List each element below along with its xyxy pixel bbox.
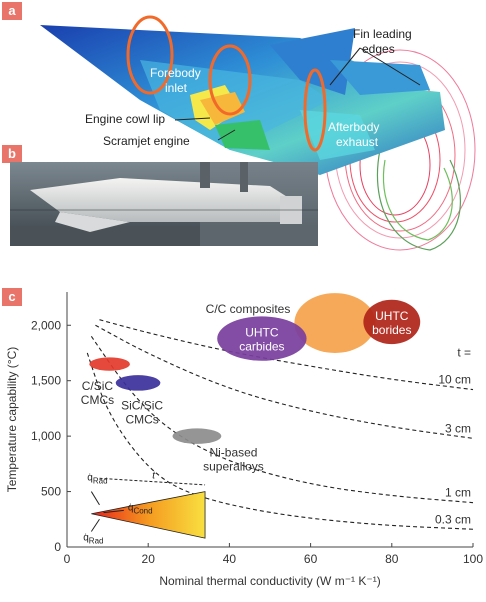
label-inlet: inlet [165, 81, 188, 95]
panel-tag-c: c [2, 288, 22, 306]
label-forebody: Forebody [150, 66, 201, 80]
label-engine-cowl-lip: Engine cowl lip [85, 112, 165, 126]
cond-arrow [103, 509, 124, 514]
material-label-line2: borides [372, 323, 411, 337]
x-tick-label: 100 [463, 552, 483, 566]
material-label: UHTC [375, 309, 409, 323]
y-tick-label: 0 [54, 540, 61, 554]
material-ellipse [89, 357, 130, 371]
vehicle-body [40, 25, 445, 175]
q-rad-bottom-label: q̇Rad [83, 532, 103, 545]
rad-arrow-bottom [90, 519, 100, 532]
material-label: C/C composites [206, 302, 291, 316]
curve-label: 10 cm [438, 373, 471, 387]
label-edges: edges [362, 42, 395, 56]
material-label-line2: CMCs [81, 393, 114, 407]
material-ellipse [294, 293, 376, 353]
material-label-line2: CMCs [125, 413, 158, 427]
material-label: SiC/SiC [121, 399, 163, 413]
x-axis-label: Nominal thermal conductivity (W m⁻¹ K⁻¹) [159, 574, 380, 588]
y-tick-label: 500 [41, 485, 61, 499]
y-tick-label: 1,500 [31, 374, 61, 388]
arrow-head [199, 482, 205, 487]
x-tick-label: 40 [223, 552, 237, 566]
panel-tag-b: b [2, 145, 22, 163]
x-tick-label: 0 [64, 552, 71, 566]
thickness-curve [95, 324, 474, 439]
material-ellipse [217, 316, 307, 361]
material-ellipse [363, 299, 421, 345]
thickness-label: t = [457, 345, 471, 359]
label-scramjet-engine: Scramjet engine [103, 134, 190, 148]
material-ellipse [172, 428, 222, 444]
material-label: Ni-based [209, 445, 257, 459]
label-exhaust: exhaust [336, 135, 379, 149]
thickness-arrow [99, 477, 206, 486]
rad-arrow-top [90, 491, 100, 506]
y-tick-label: 1,000 [31, 429, 61, 443]
t-label: t [152, 470, 156, 481]
curve-label: 0.3 cm [435, 512, 471, 526]
label-fin-leading: Fin leading [353, 27, 412, 41]
label-afterbody: Afterbody [328, 120, 379, 134]
heat-flow-inset: q̇Rad t q̇Cond q̇Rad [83, 470, 206, 545]
vehicle-illustration: Fin leading edges Forebody inlet Engine … [10, 15, 476, 251]
material-label: UHTC [245, 326, 279, 340]
q-rad-top-label: q̇Rad [87, 472, 107, 485]
material-label-line2: carbides [239, 340, 284, 354]
x-tick-label: 80 [385, 552, 399, 566]
y-axis-label: Temperature capability (°C) [5, 347, 19, 493]
panel-tag-a: a [2, 2, 22, 20]
wedge-shape [91, 491, 206, 539]
curve-label: 3 cm [445, 421, 471, 435]
x-tick-label: 60 [304, 552, 318, 566]
callout-lines [174, 47, 421, 141]
q-cond-label: q̇Cond [128, 502, 153, 515]
material-label-line2: superalloys [203, 459, 264, 473]
material-ellipse [115, 375, 161, 391]
x-tick-label: 20 [142, 552, 156, 566]
curve-label: 1 cm [445, 486, 471, 500]
y-tick-label: 2,000 [31, 318, 61, 332]
leading-edge-heating [126, 15, 327, 152]
vehicle-photo [10, 162, 318, 246]
thickness-curve [90, 336, 474, 504]
material-label: C/SiC [82, 379, 114, 393]
